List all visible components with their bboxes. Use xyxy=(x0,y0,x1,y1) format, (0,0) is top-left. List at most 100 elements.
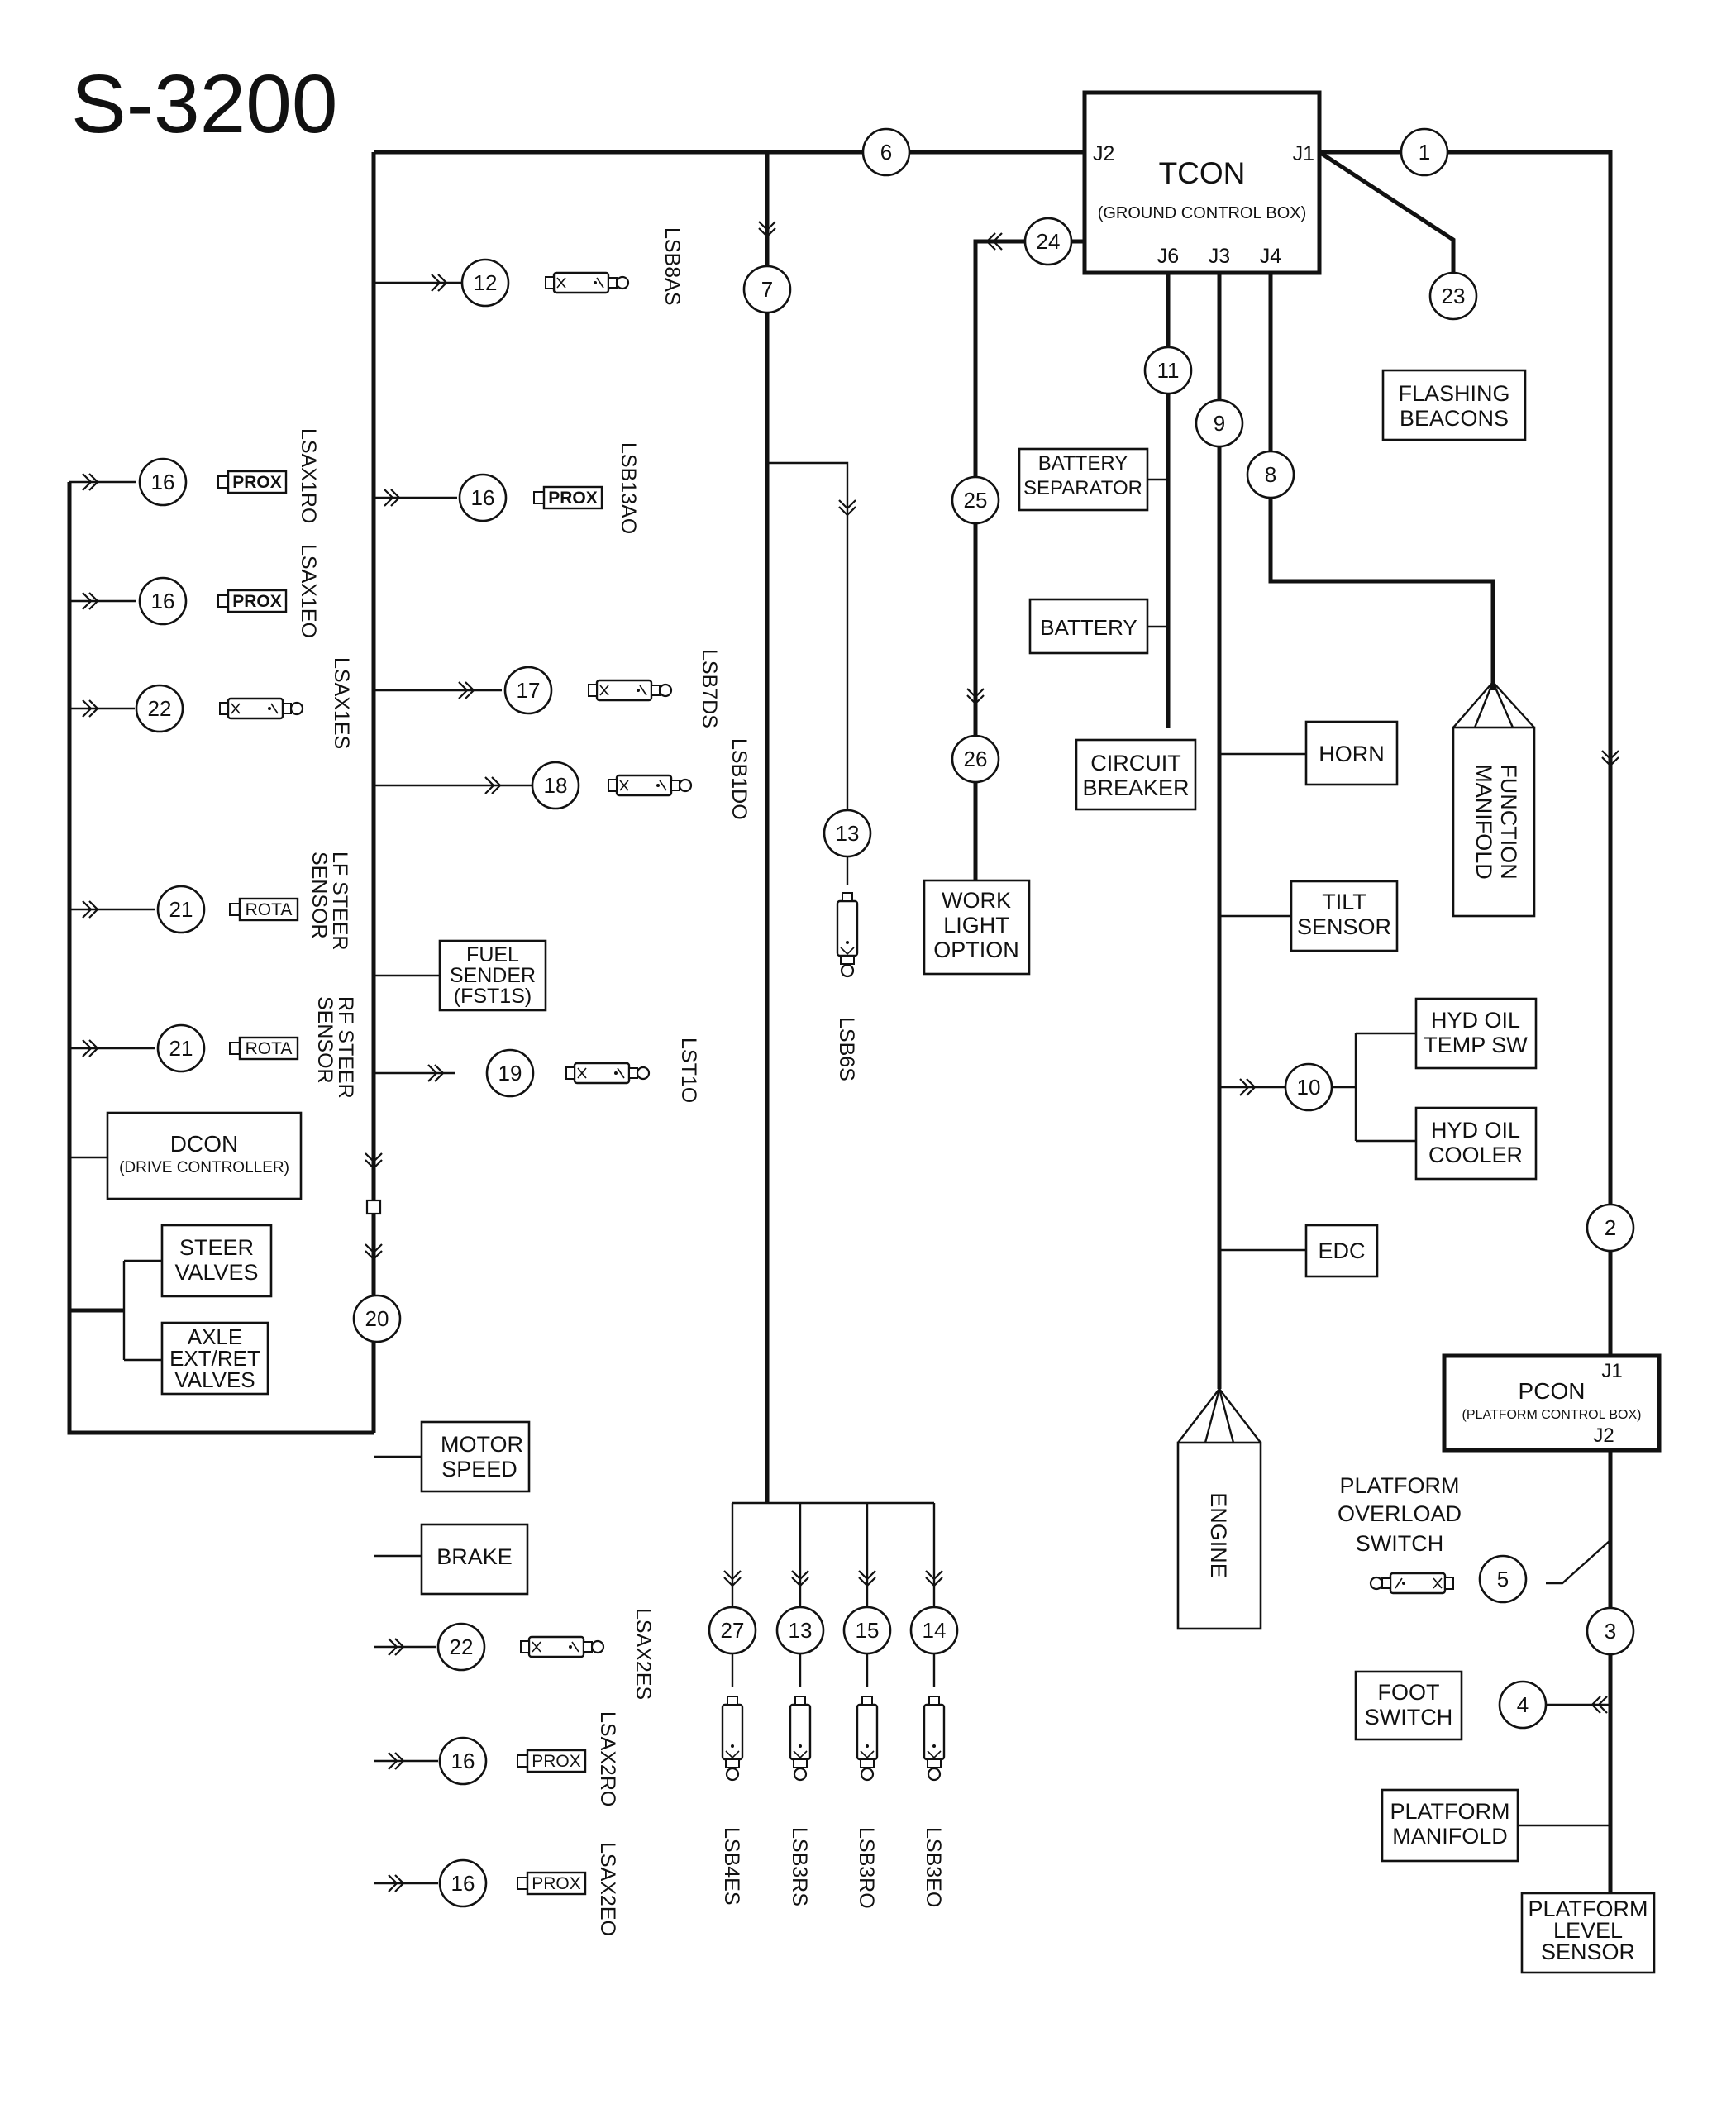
hyd-oil-cooler-line-1: HYD OIL xyxy=(1431,1118,1520,1143)
platform-level-line-1: PLATFORM xyxy=(1528,1897,1648,1921)
brake-box: BRAKE xyxy=(420,1523,529,1596)
circle-13-upper: 13 xyxy=(823,809,872,858)
circuit-breaker-line-2: BREAKER xyxy=(1082,775,1189,800)
down-arrow-icon xyxy=(791,1570,809,1587)
right-arrow-icon xyxy=(82,592,99,610)
circle-15: 15 xyxy=(842,1606,892,1655)
switch-label-lsax1eo: LSAX1EO xyxy=(297,544,320,638)
tcon-j3-label: J3 xyxy=(1209,245,1230,268)
svg-text:1: 1 xyxy=(1419,140,1430,165)
battery-separator-line-1: BATTERY xyxy=(1038,452,1128,475)
axle-valves-line-2: EXT/RET xyxy=(169,1346,260,1371)
switch-label-lsb4es: LSB4ES xyxy=(720,1827,743,1906)
svg-text:21: 21 xyxy=(169,897,193,922)
down-arrow-icon xyxy=(1601,750,1619,767)
tcon-j6-label: J6 xyxy=(1157,245,1179,268)
engine-box: ENGINE xyxy=(1176,1388,1262,1630)
connector-block xyxy=(365,1199,382,1215)
platform-manifold-line-2: MANIFOLD xyxy=(1392,1824,1508,1849)
prox-tag: PROX xyxy=(232,473,282,492)
circle-20: 20 xyxy=(352,1294,402,1343)
pcon-j1-label: J1 xyxy=(1601,1360,1622,1382)
circle-14: 14 xyxy=(909,1606,959,1655)
left-arrow-icon xyxy=(985,232,1003,251)
horn-box: HORN xyxy=(1304,720,1399,786)
tcon-box xyxy=(1082,90,1322,275)
dcon-title: DCON xyxy=(170,1131,238,1157)
svg-text:4: 4 xyxy=(1517,1692,1529,1717)
circle-10: 10 xyxy=(1284,1062,1333,1112)
switch-label-lsb3rs: LSB3RS xyxy=(788,1827,811,1906)
pcon-j2-label: J2 xyxy=(1593,1424,1614,1447)
limit-switch-icon xyxy=(565,1062,651,1085)
circle-8: 8 xyxy=(1246,450,1295,499)
flashing-beacons-line-1: FLASHING xyxy=(1398,381,1509,406)
circle-6: 6 xyxy=(861,127,911,177)
limit-switch-icon xyxy=(923,1695,946,1782)
limit-switch-icon xyxy=(1369,1572,1455,1595)
circle-2: 2 xyxy=(1586,1203,1635,1253)
switch-label-lsax1es: LSAX1ES xyxy=(330,657,353,749)
svg-text:21: 21 xyxy=(169,1036,193,1061)
svg-text:22: 22 xyxy=(450,1634,474,1659)
svg-text:2: 2 xyxy=(1605,1215,1616,1240)
right-arrow-icon xyxy=(427,1064,445,1082)
platform-level-line-3: SENSOR xyxy=(1541,1940,1635,1964)
switch-label-lf-steer-1: LF STEER xyxy=(328,852,351,950)
circle-16-lsb13ao: 16 xyxy=(458,473,508,522)
down-arrow-icon xyxy=(858,1570,876,1587)
svg-text:17: 17 xyxy=(517,678,541,703)
right-arrow-icon xyxy=(384,489,401,507)
axle-valves-line-1: AXLE xyxy=(188,1324,243,1349)
circle-22-lsax2es: 22 xyxy=(436,1622,486,1672)
wiring-lines xyxy=(67,150,1613,1893)
circuit-breaker-line-1: CIRCUIT xyxy=(1090,751,1181,775)
svg-text:20: 20 xyxy=(365,1306,389,1331)
circle-1: 1 xyxy=(1400,127,1449,177)
battery-separator-box: BATTERY SEPARATOR xyxy=(1018,447,1149,512)
work-light-line-1: WORK xyxy=(942,888,1011,913)
diagram-title: S-3200 xyxy=(71,58,337,150)
fuel-sender-line-3: (FST1S) xyxy=(454,985,532,1008)
engine-label: ENGINE xyxy=(1206,1492,1231,1578)
svg-text:10: 10 xyxy=(1297,1075,1321,1100)
switch-label-lsb1do: LSB1DO xyxy=(727,738,751,820)
edc-label: EDC xyxy=(1318,1238,1365,1263)
circle-25: 25 xyxy=(951,475,1000,525)
circle-27: 27 xyxy=(708,1606,757,1655)
svg-text:11: 11 xyxy=(1157,358,1180,383)
axle-valves-box: AXLE EXT/RET VALVES xyxy=(160,1321,269,1396)
circle-7: 7 xyxy=(742,265,792,314)
svg-text:12: 12 xyxy=(474,270,498,295)
svg-text:16: 16 xyxy=(151,589,175,613)
circle-16-lsax1ro: 16 xyxy=(138,457,188,507)
switch-label-lsax2ro: LSAX2RO xyxy=(596,1711,619,1806)
right-arrow-icon xyxy=(388,1874,405,1892)
svg-text:16: 16 xyxy=(471,485,495,510)
right-arrow-icon xyxy=(431,274,448,292)
battery-label: BATTERY xyxy=(1040,615,1137,640)
platform-level-sensor-box: PLATFORM LEVEL SENSOR xyxy=(1520,1892,1656,1974)
svg-text:23: 23 xyxy=(1442,284,1466,308)
dcon-box: DCON (DRIVE CONTROLLER) xyxy=(106,1111,303,1200)
platform-manifold-box: PLATFORM MANIFOLD xyxy=(1381,1788,1519,1863)
steer-valves-box: STEER VALVES xyxy=(160,1224,273,1298)
switch-label-lsb13ao: LSB13AO xyxy=(617,442,640,534)
circle-24: 24 xyxy=(1023,217,1073,266)
right-arrow-icon xyxy=(1239,1078,1257,1096)
tilt-sensor-line-1: TILT xyxy=(1322,890,1366,914)
svg-text:24: 24 xyxy=(1037,229,1061,254)
circle-13-lower: 13 xyxy=(775,1606,825,1655)
svg-text:13: 13 xyxy=(836,821,860,846)
svg-text:7: 7 xyxy=(761,277,773,302)
limit-switch-icon xyxy=(856,1695,879,1782)
switch-label-lsb6s: LSB6S xyxy=(835,1017,858,1081)
switch-label-lsax1ro: LSAX1RO xyxy=(297,428,320,523)
circle-4: 4 xyxy=(1498,1680,1548,1730)
svg-text:25: 25 xyxy=(964,488,988,513)
prox-tag: PROX xyxy=(532,1874,581,1893)
tcon-j1-label: J1 xyxy=(1293,142,1314,165)
switch-label-lsax2eo: LSAX2EO xyxy=(596,1842,619,1936)
right-arrow-icon xyxy=(388,1752,405,1770)
down-arrow-icon xyxy=(365,1243,383,1261)
